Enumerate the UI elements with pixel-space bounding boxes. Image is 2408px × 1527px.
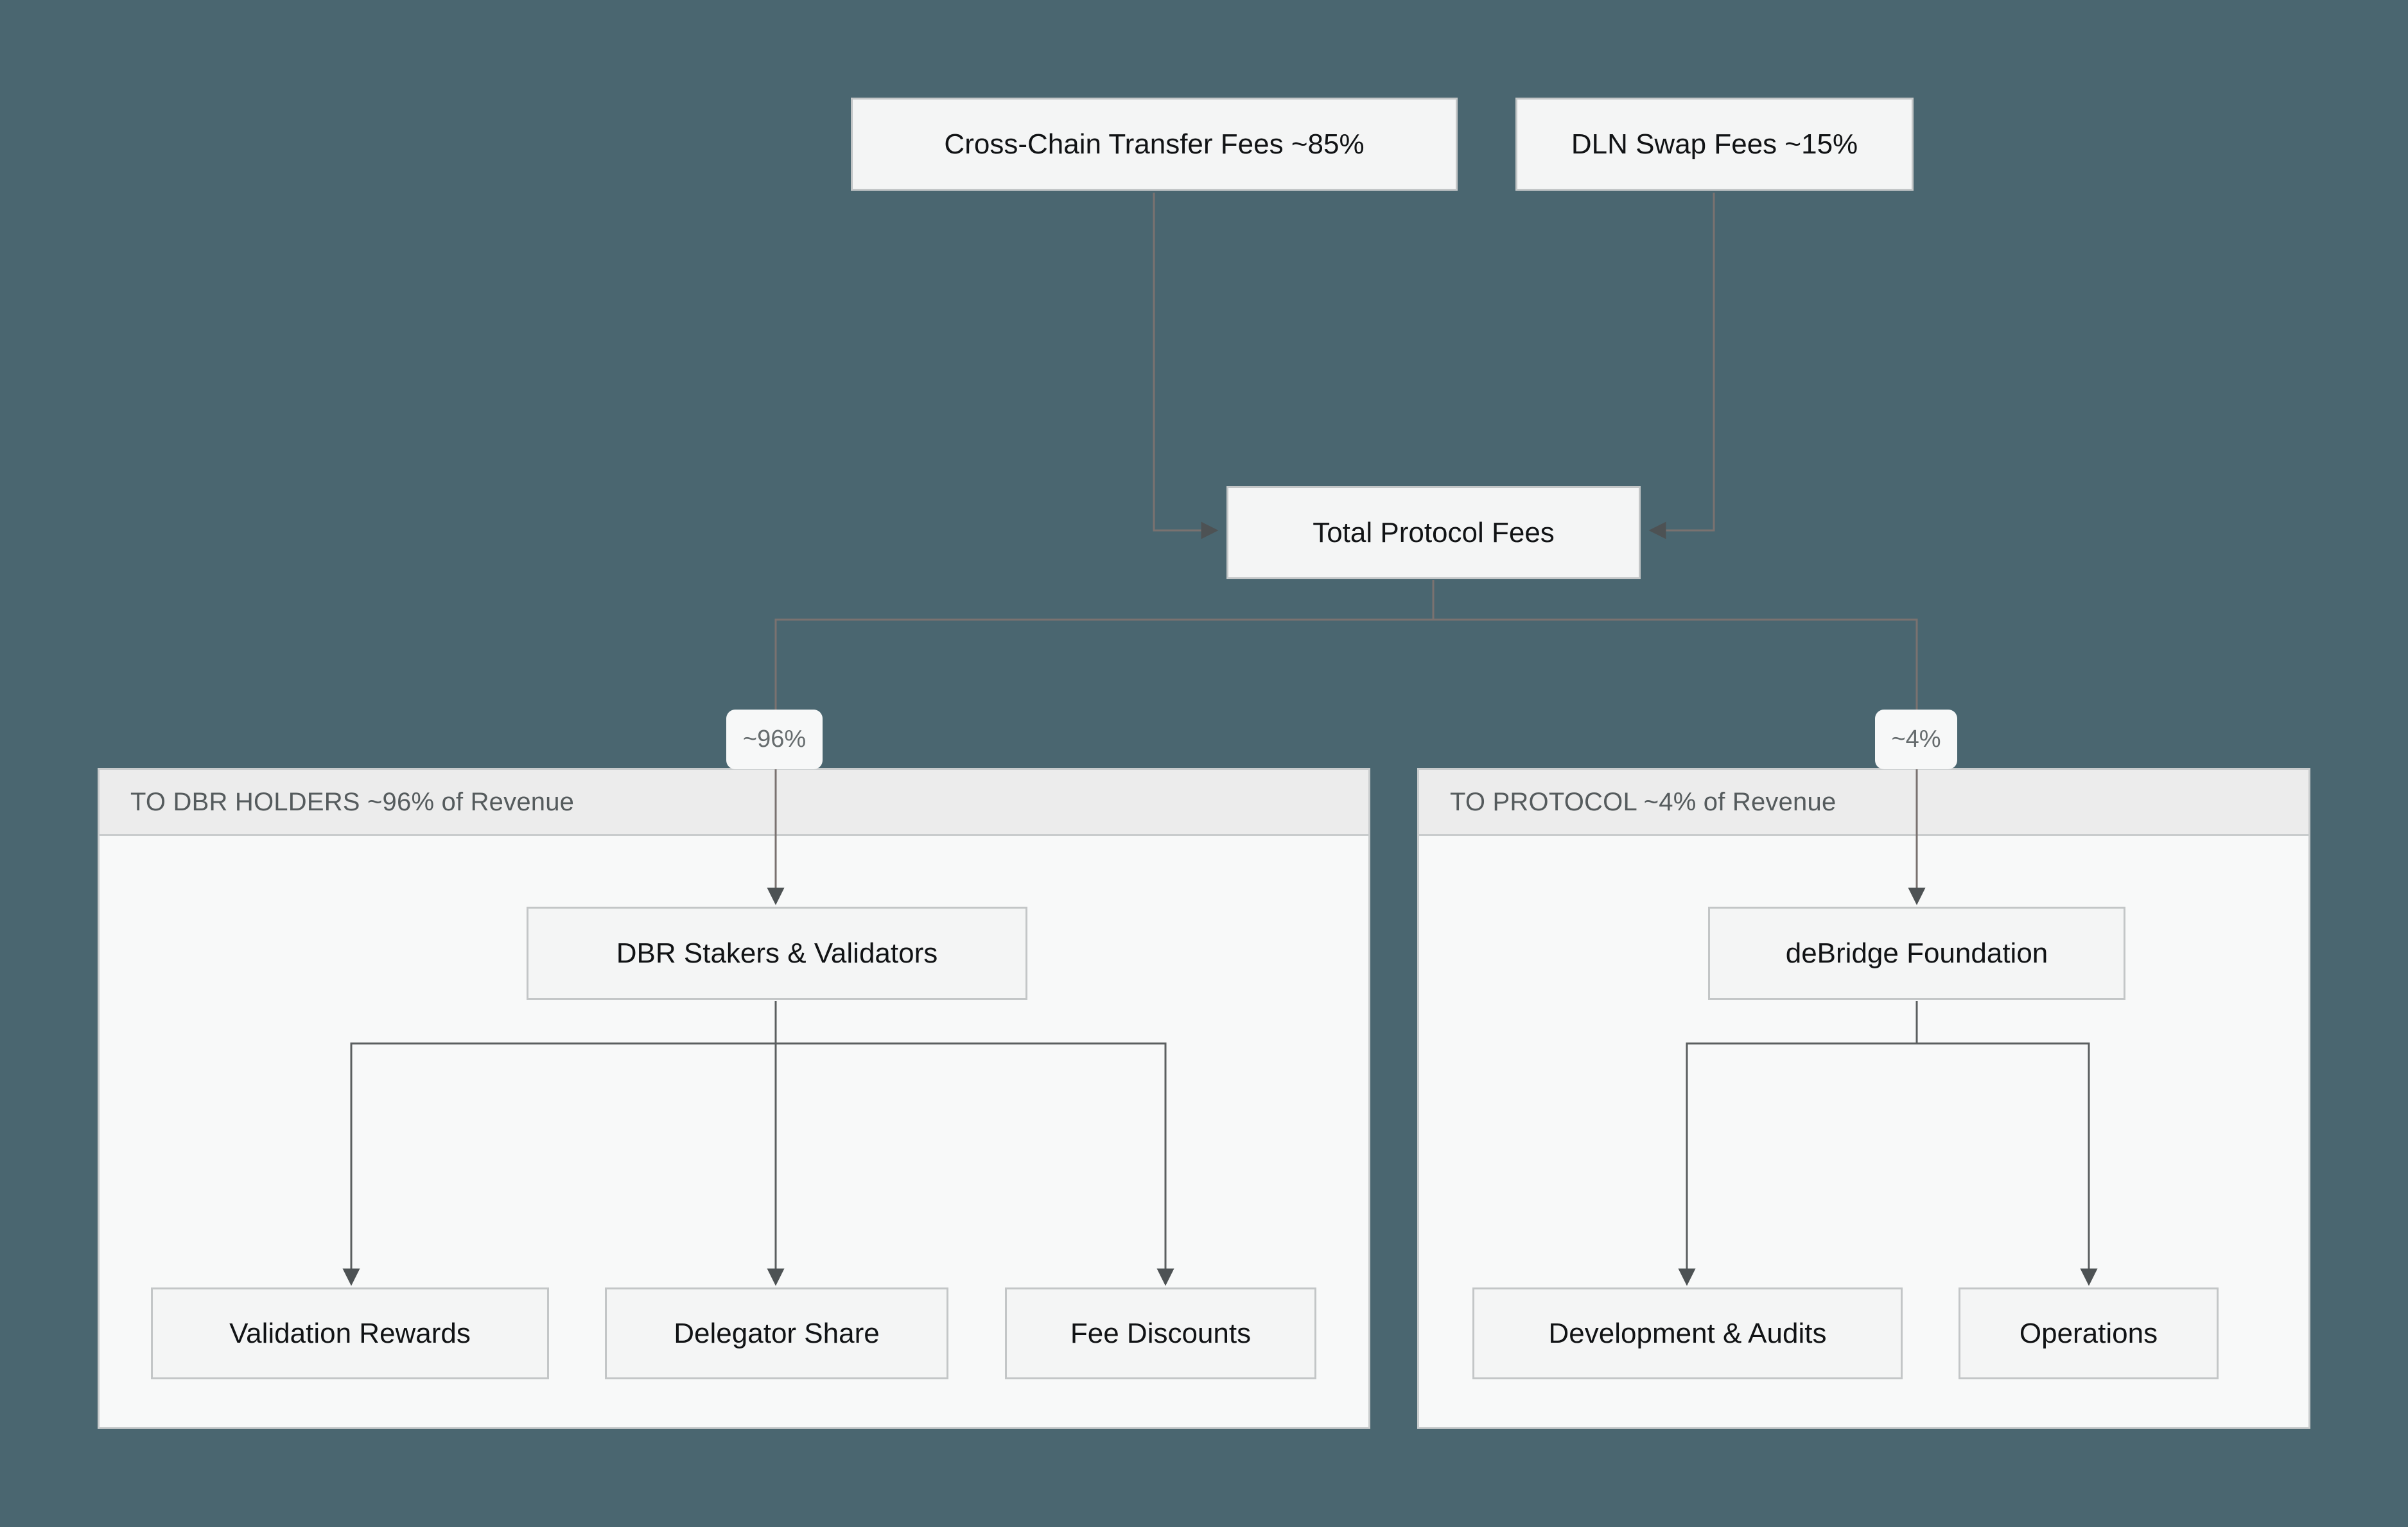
node-label: DBR Stakers & Validators: [616, 937, 938, 969]
subgraph-protocol-title: TO PROTOCOL ~4% of Revenue: [1419, 770, 2308, 836]
node-label: Fee Discounts: [1070, 1317, 1252, 1349]
node-cross-chain-transfer-fees[interactable]: Cross-Chain Transfer Fees ~85%: [851, 98, 1458, 191]
edge-crosschain-to-total: [1153, 193, 1219, 539]
node-label: Cross-Chain Transfer Fees ~85%: [944, 128, 1365, 160]
node-label: DLN Swap Fees ~15%: [1571, 128, 1858, 160]
node-label: deBridge Foundation: [1785, 937, 2048, 969]
edge-dln-to-total: [1648, 193, 1715, 539]
node-dbr-stakers-validators[interactable]: DBR Stakers & Validators: [527, 907, 1027, 1000]
subgraph-dbr-holders-title: TO DBR HOLDERS ~96% of Revenue: [100, 770, 1368, 836]
node-label: Operations: [2019, 1317, 2158, 1349]
node-dln-swap-fees[interactable]: DLN Swap Fees ~15%: [1515, 98, 1914, 191]
node-label: Total Protocol Fees: [1313, 516, 1555, 548]
edge-label-to-dbr-holders: ~96%: [726, 710, 823, 769]
node-operations[interactable]: Operations: [1959, 1287, 2219, 1379]
edge-label-text: ~96%: [742, 726, 807, 753]
node-development-audits[interactable]: Development & Audits: [1472, 1287, 1903, 1379]
node-fee-discounts[interactable]: Fee Discounts: [1005, 1287, 1316, 1379]
node-delegator-share[interactable]: Delegator Share: [605, 1287, 948, 1379]
edge-label-to-protocol: ~4%: [1875, 710, 1957, 769]
node-validation-rewards[interactable]: Validation Rewards: [151, 1287, 549, 1379]
node-total-protocol-fees[interactable]: Total Protocol Fees: [1226, 486, 1641, 579]
node-label: Delegator Share: [674, 1317, 880, 1349]
node-label: Development & Audits: [1548, 1317, 1827, 1349]
edge-label-text: ~4%: [1891, 726, 1941, 753]
node-debridge-foundation[interactable]: deBridge Foundation: [1708, 907, 2125, 1000]
node-label: Validation Rewards: [229, 1317, 471, 1349]
